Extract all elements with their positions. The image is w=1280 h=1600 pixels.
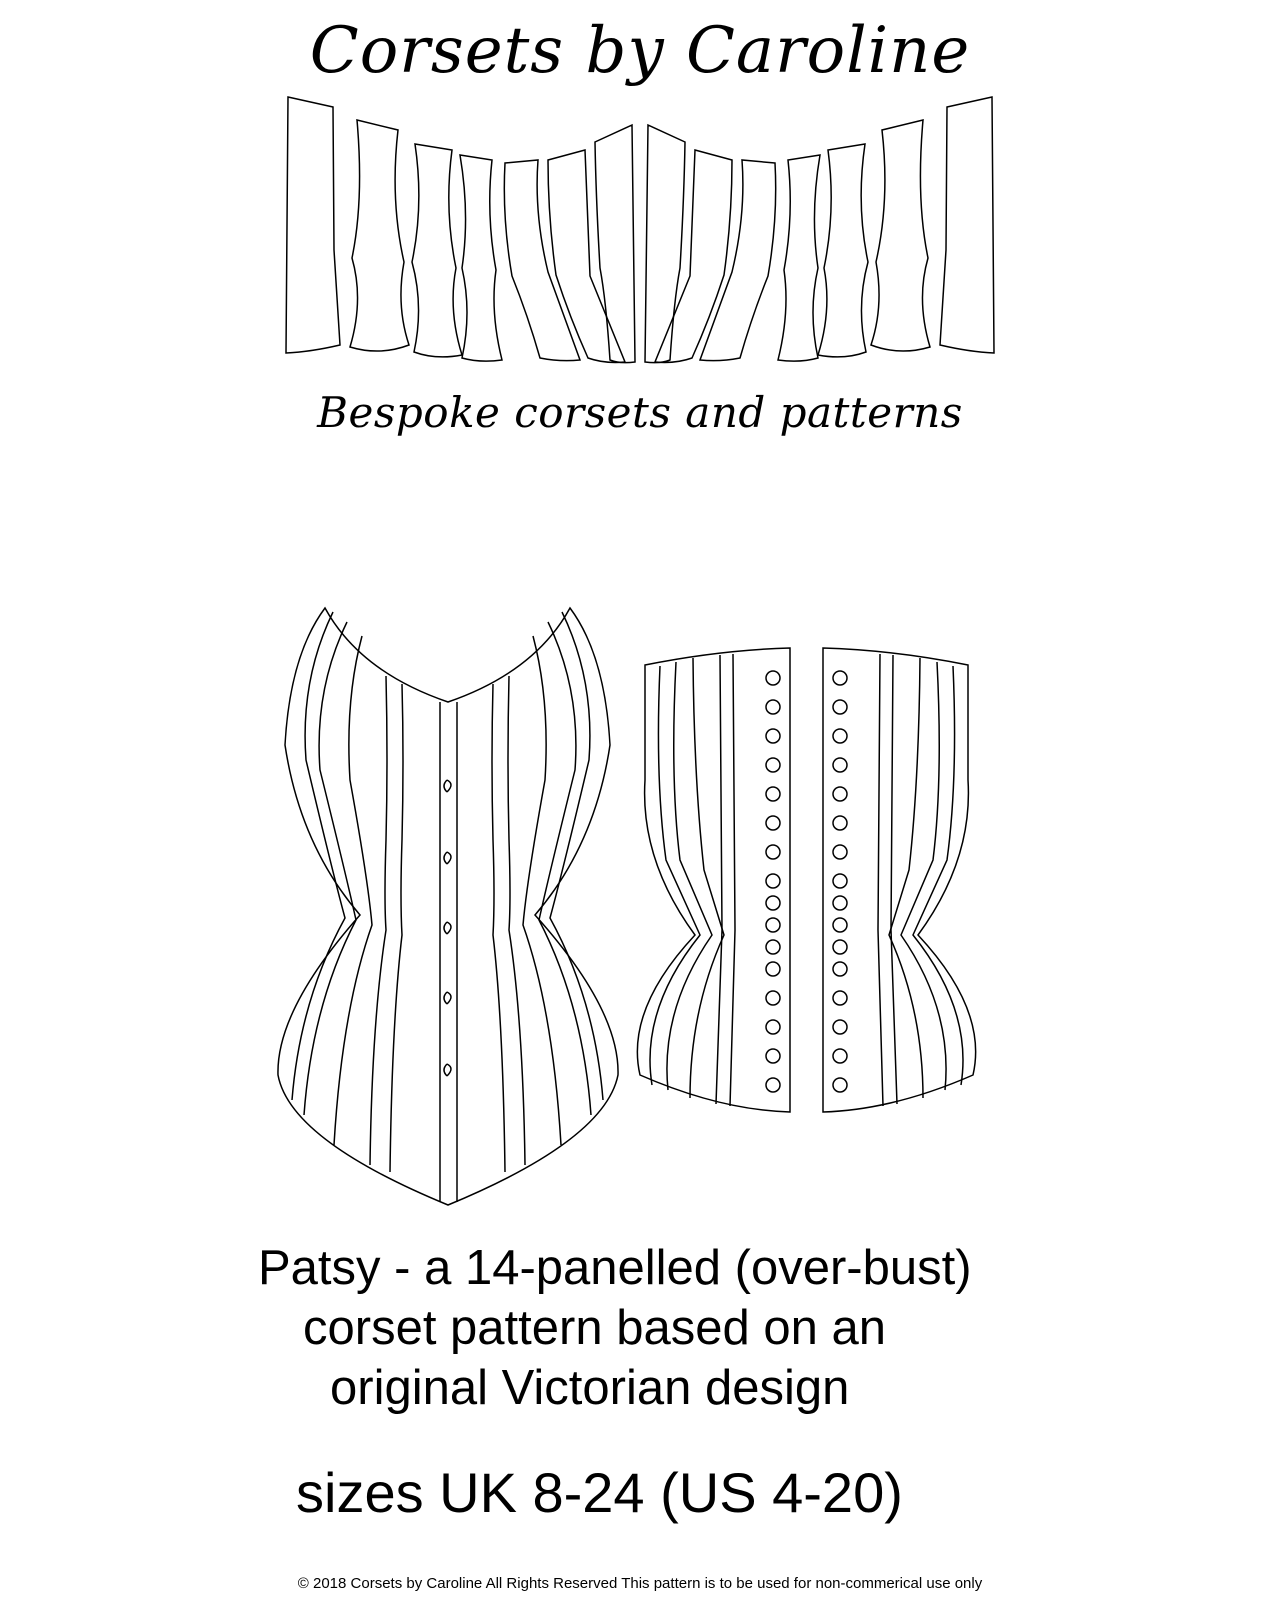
description-line: Patsy - a 14-panelled (over-bust) [258, 1241, 972, 1295]
description-line: original Victorian design [330, 1361, 850, 1415]
corset-back-view [636, 647, 977, 1113]
product-description: Patsy - a 14-panelled (over-bust) corset… [0, 1238, 1280, 1418]
flat-pattern-pieces [285, 96, 995, 364]
size-range: sizes UK 8-24 (US 4-20) [296, 1461, 903, 1524]
tagline: Bespoke corsets and patterns [317, 388, 963, 437]
description-line: corset pattern based on an [303, 1301, 886, 1355]
corset-front-view [277, 606, 619, 1206]
busk-studs [443, 779, 452, 1077]
eyelets [765, 670, 848, 1093]
copyright-footer: © 2018 Corsets by Caroline All Rights Re… [297, 1575, 983, 1592]
brand-title: Corsets by Caroline [309, 14, 971, 88]
